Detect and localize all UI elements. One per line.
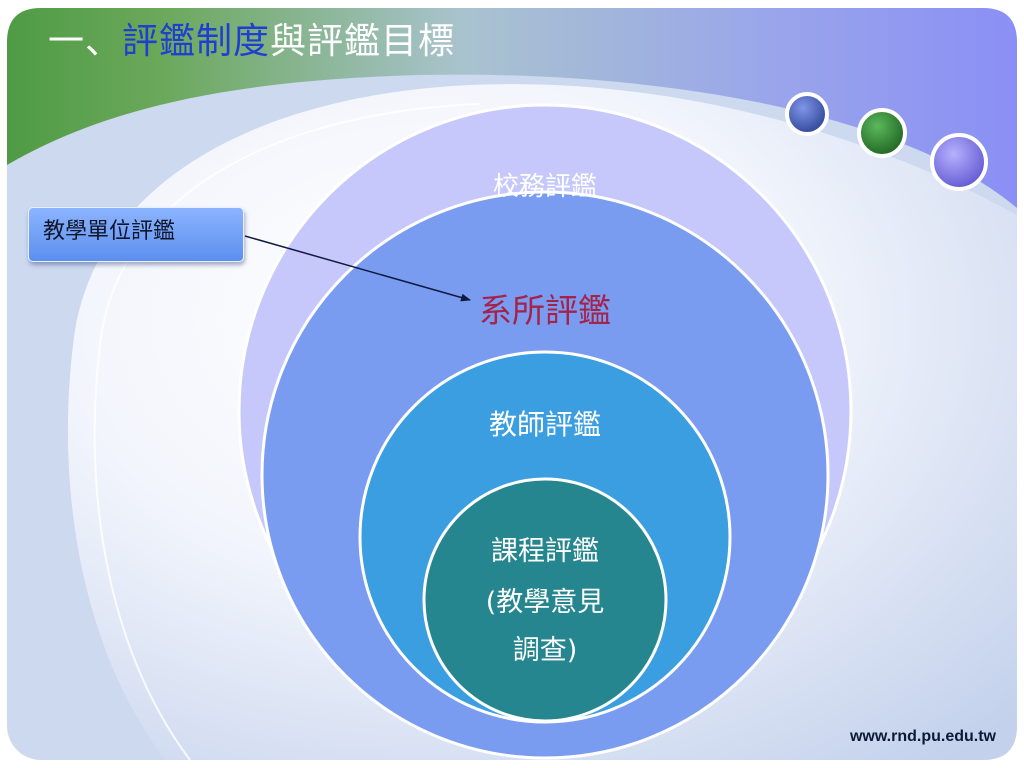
title-suffix: 與評鑑目標 [270,21,456,62]
label-course-evaluation-line3: 調查) [513,635,578,666]
slide-title: 一、評鑑制度與評鑑目標 [48,18,455,66]
title-highlight: 評鑑制度 [122,21,271,62]
decor-dot-blue [785,92,829,136]
label-department-evaluation: 系所評鑑 [479,291,611,330]
teaching-unit-evaluation-callout: 教學單位評鑑 [28,207,244,262]
label-course-evaluation-line1: 課程評鑑 [491,536,599,567]
label-campus-evaluation: 校務評鑑 [493,172,597,202]
decor-dot-green [857,108,907,158]
label-teacher-evaluation: 教師評鑑 [489,408,601,441]
callout-arrow [244,235,471,302]
background-arc-line [93,103,481,761]
footer-url: www.rnd.pu.edu.tw [849,728,996,745]
title-prefix: 一、 [48,21,123,62]
nested-evaluation-diagram: 校務評鑑 系所評鑑 教師評鑑 課程評鑑 (教學意見 調查) [237,103,853,760]
circle-course-evaluation [422,477,668,723]
decor-dot-lavender [930,133,988,191]
label-course-evaluation-line2: (教學意見 [486,587,605,618]
title-banner [7,8,1017,208]
